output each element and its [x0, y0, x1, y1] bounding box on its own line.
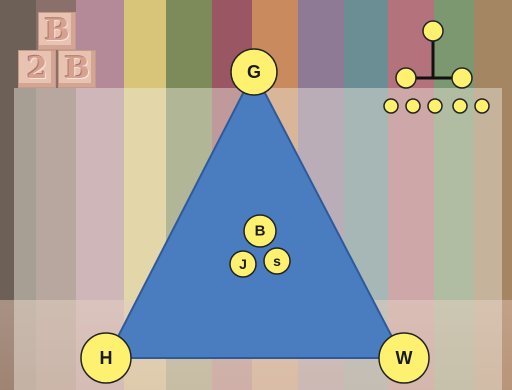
apex-node-g[interactable]: G — [230, 48, 278, 96]
hierarchy-top-dot — [422, 20, 444, 42]
hierarchy-bottom-dot — [452, 98, 468, 114]
logo-block-right: B — [58, 50, 96, 88]
hierarchy-bottom-dot — [474, 98, 490, 114]
triangle-shape — [105, 69, 405, 359]
b2b-blocks-logo: B 2 B — [14, 10, 104, 90]
hierarchy-icon — [383, 20, 490, 114]
inner-circle-s — [263, 247, 291, 275]
apex-circle-g — [230, 48, 278, 96]
hierarchy-bottom-dot — [383, 98, 399, 114]
apex-node-w[interactable]: W — [378, 332, 430, 384]
inner-circle-b — [243, 214, 277, 248]
apex-circle-w — [378, 332, 430, 384]
inner-label-j: J — [239, 256, 247, 272]
logo-block-left: 2 — [18, 50, 56, 88]
apex-circle-h — [80, 332, 132, 384]
inner-node-b[interactable]: B — [243, 214, 277, 248]
hierarchy-bottom-dot — [427, 98, 443, 114]
logo-block-top: B — [38, 12, 76, 50]
hierarchy-mid-dot-left — [395, 67, 417, 89]
apex-label-h: H — [100, 348, 113, 368]
inner-circle-j — [229, 250, 257, 278]
apex-label-g: G — [247, 62, 261, 82]
apex-node-h[interactable]: H — [80, 332, 132, 384]
inner-node-s[interactable]: s — [263, 247, 291, 275]
hierarchy-bottom-dot — [405, 98, 421, 114]
inner-label-b: B — [255, 223, 266, 240]
apex-label-w: W — [396, 348, 413, 368]
inner-label-s: s — [273, 253, 281, 269]
inner-node-j[interactable]: J — [229, 250, 257, 278]
hierarchy-mid-dot-right — [451, 67, 473, 89]
